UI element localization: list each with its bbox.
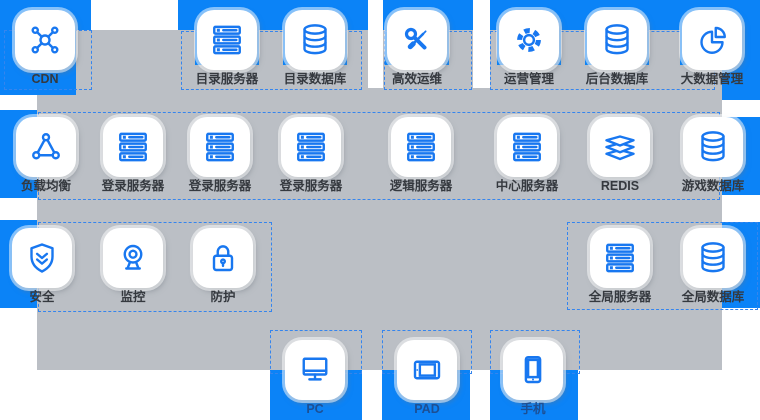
node-label: PAD xyxy=(414,402,440,416)
node-center-server: 中心服务器 xyxy=(467,117,587,193)
tablet-icon xyxy=(409,352,445,388)
group-outline-directory xyxy=(181,31,362,90)
node-label: 负载均衡 xyxy=(20,179,71,193)
node-ops-maintenance: 高效运维 xyxy=(357,10,477,86)
database-icon xyxy=(297,22,333,58)
node-game-database: 游戏数据库 xyxy=(653,117,760,193)
panel-gap xyxy=(473,30,490,88)
load-balancer-icon xyxy=(28,129,64,165)
node-cdn: CDN xyxy=(0,10,105,86)
node-label: CDN xyxy=(31,72,59,86)
node-directory-database: 目录数据库 xyxy=(255,10,375,86)
cdn-network-icon xyxy=(27,22,63,58)
node-label: 大数据管理 xyxy=(680,72,744,86)
gear-icon xyxy=(511,22,547,58)
node-protection: 防护 xyxy=(163,228,283,304)
node-label: 监控 xyxy=(120,290,146,304)
node-label: 防护 xyxy=(210,290,236,304)
node-label: REDIS xyxy=(600,179,640,193)
node-label: 目录服务器 xyxy=(195,72,259,86)
monitor-icon xyxy=(297,352,333,388)
node-login-server-3: 登录服务器 xyxy=(251,117,371,193)
node-redis: REDIS xyxy=(560,117,680,193)
server-rack-icon xyxy=(115,129,151,165)
node-label: 中心服务器 xyxy=(495,179,559,193)
node-label: 游戏数据库 xyxy=(681,179,745,193)
server-rack-icon xyxy=(209,22,245,58)
node-ops-management: 运营管理 xyxy=(469,10,589,86)
node-global-server: 全局服务器 xyxy=(560,228,680,304)
panel-gap xyxy=(368,30,383,88)
webcam-icon xyxy=(115,240,151,276)
layers-icon xyxy=(602,129,638,165)
node-logic-server: 逻辑服务器 xyxy=(361,117,481,193)
shield-icon xyxy=(24,240,60,276)
server-rack-icon xyxy=(602,240,638,276)
server-rack-icon xyxy=(202,129,238,165)
node-security: 安全 xyxy=(0,228,102,304)
node-login-server-1: 登录服务器 xyxy=(73,117,193,193)
node-label: 全局数据库 xyxy=(681,290,745,304)
database-icon xyxy=(695,129,731,165)
node-label: 登录服务器 xyxy=(279,179,343,193)
node-label: 登录服务器 xyxy=(188,179,252,193)
node-label: 目录数据库 xyxy=(283,72,347,86)
server-rack-icon xyxy=(293,129,329,165)
server-rack-icon xyxy=(403,129,439,165)
tools-icon xyxy=(399,22,435,58)
group-outline-global xyxy=(567,222,758,310)
node-label: 高效运维 xyxy=(391,72,442,86)
server-rack-icon xyxy=(509,129,545,165)
node-label: 逻辑服务器 xyxy=(389,179,453,193)
node-pc: PC xyxy=(255,340,375,416)
database-icon xyxy=(695,240,731,276)
node-bigdata-management: 大数据管理 xyxy=(652,10,760,86)
lock-icon xyxy=(205,240,241,276)
node-global-database: 全局数据库 xyxy=(653,228,760,304)
node-monitoring: 监控 xyxy=(73,228,193,304)
node-label: 手机 xyxy=(520,402,546,416)
node-label: 运营管理 xyxy=(503,72,554,86)
node-phone: 手机 xyxy=(473,340,593,416)
node-label: 安全 xyxy=(29,290,55,304)
node-label: PC xyxy=(306,402,324,416)
node-label: 全局服务器 xyxy=(588,290,652,304)
node-backend-database: 后台数据库 xyxy=(557,10,677,86)
node-pad: PAD xyxy=(367,340,487,416)
node-label: 后台数据库 xyxy=(585,72,649,86)
node-load-balancer: 负载均衡 xyxy=(0,117,106,193)
node-label: 登录服务器 xyxy=(101,179,165,193)
node-login-server-2: 登录服务器 xyxy=(160,117,280,193)
node-directory-server: 目录服务器 xyxy=(167,10,287,86)
database-icon xyxy=(599,22,635,58)
phone-icon xyxy=(515,352,551,388)
pie-chart-icon xyxy=(694,22,730,58)
